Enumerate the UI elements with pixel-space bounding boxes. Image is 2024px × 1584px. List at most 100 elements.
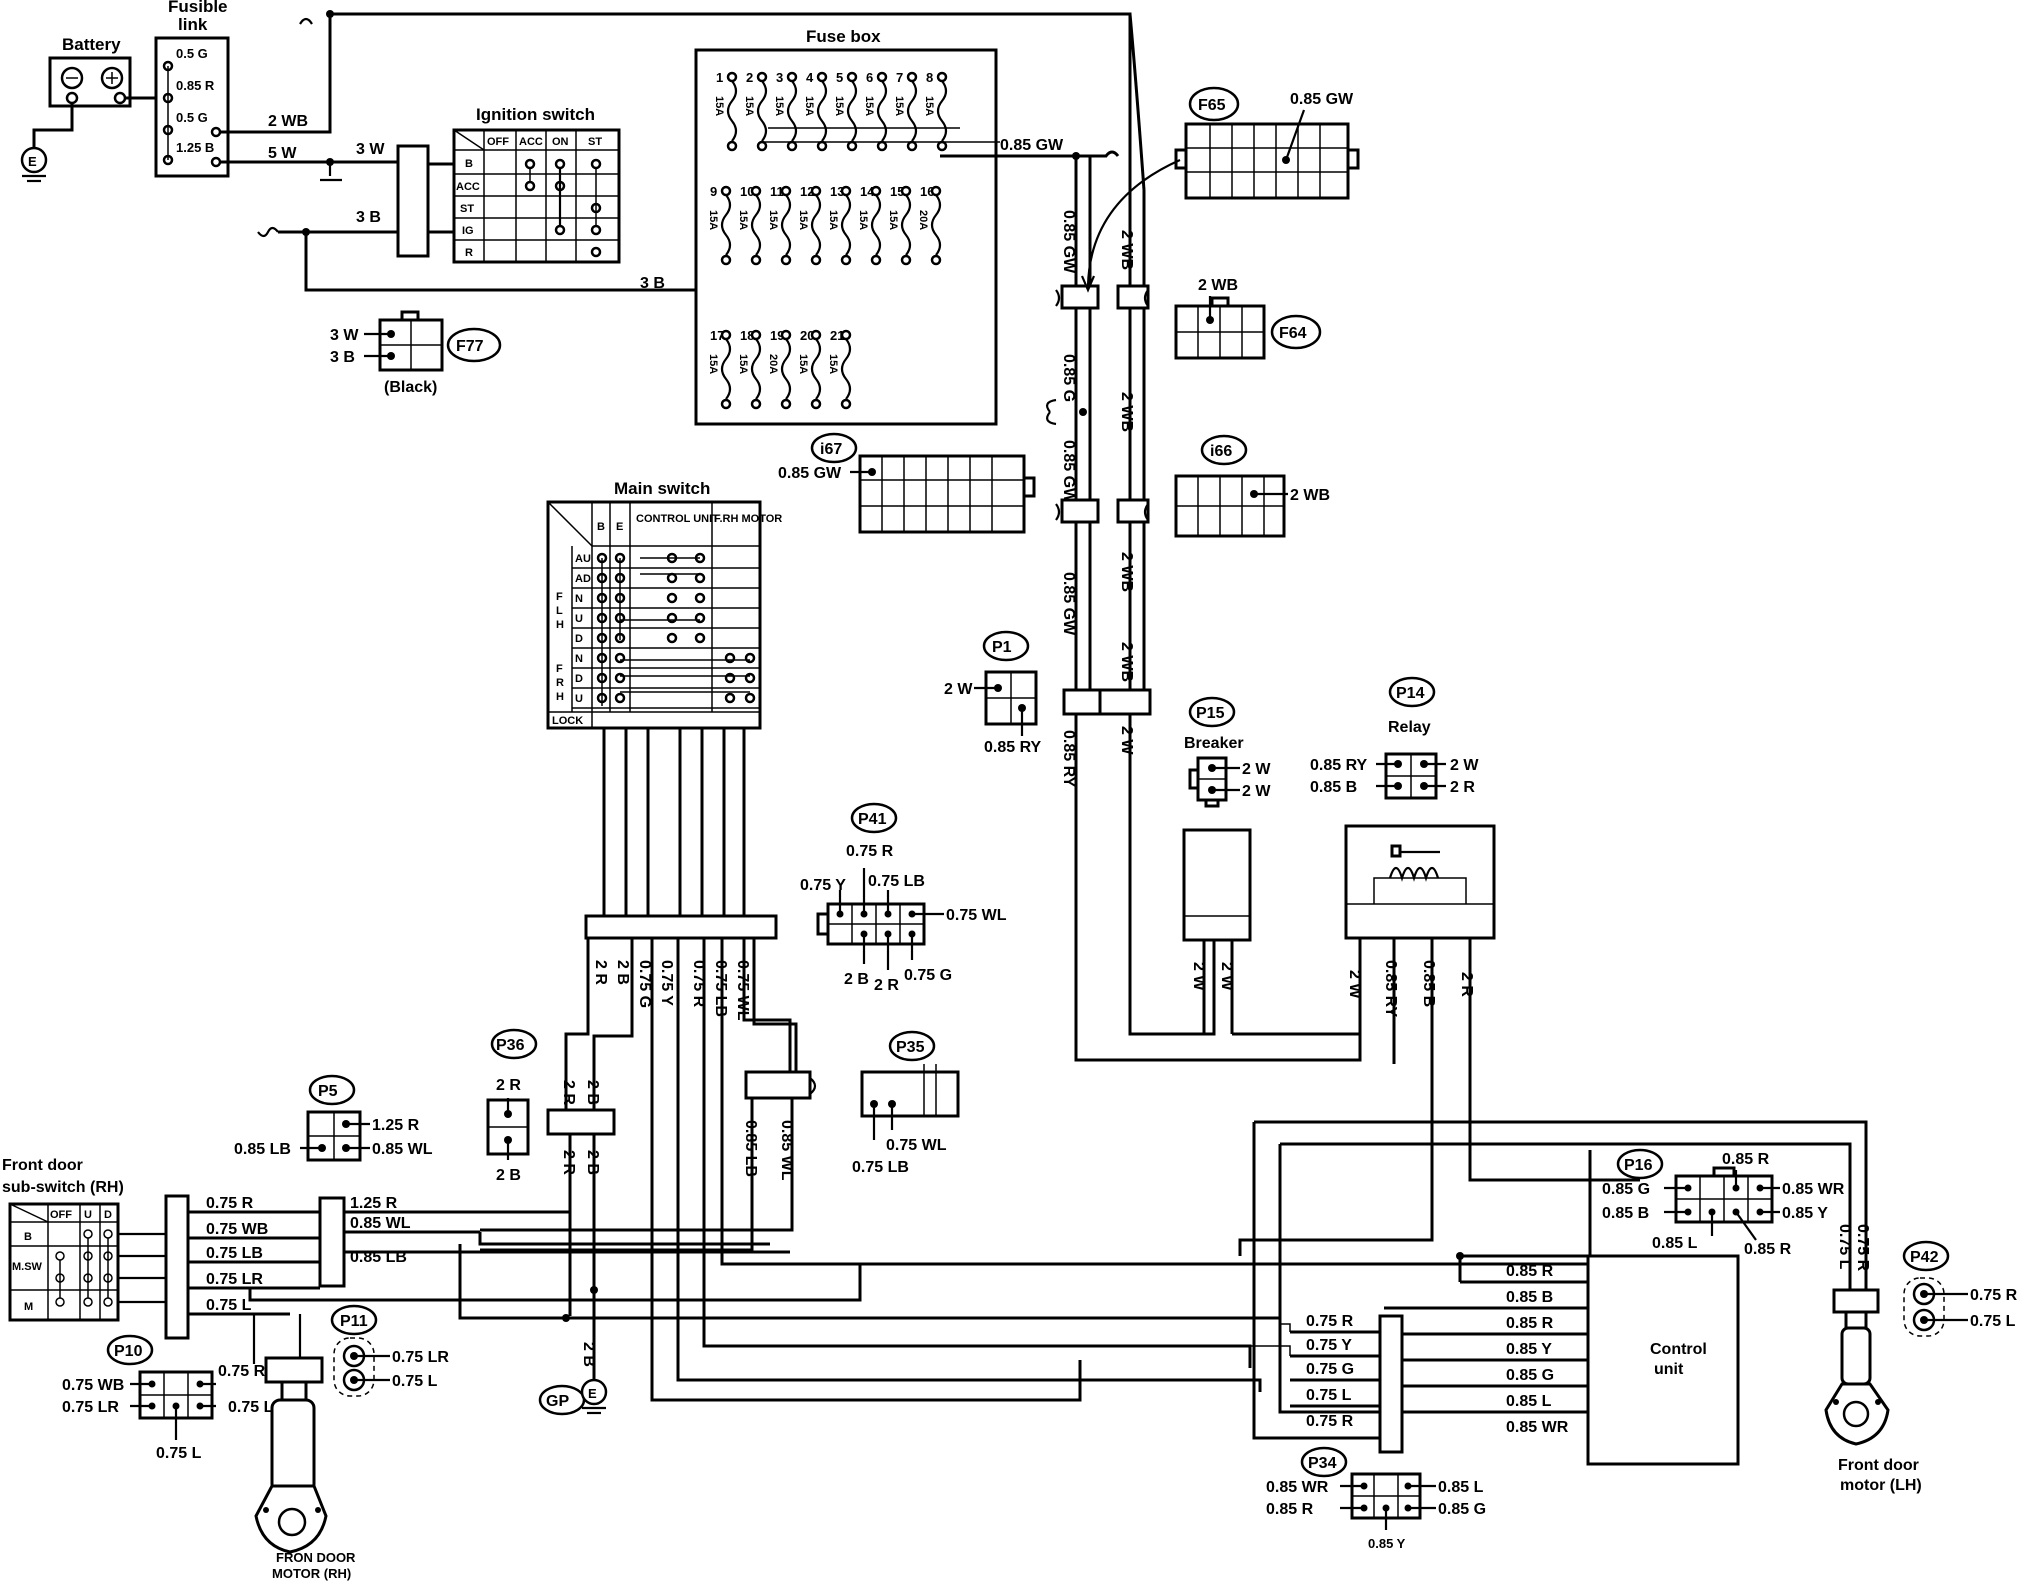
ss-wire: 0.75 L [206,1297,252,1314]
fuse-terminal [876,71,888,83]
fuse-terminal [900,254,912,266]
cu-wire: 0.85 WR [1506,1419,1569,1436]
p16-wire: 0.85 R [1744,1241,1792,1258]
wire-label: 0.75 G [636,960,653,1008]
ms-group: L [556,605,563,617]
p41-wire: 0.75 WL [946,907,1007,924]
fusible-link-title-2: link [178,15,208,34]
fuse-rating: 20A [917,210,929,230]
p16-id: P16 [1624,1157,1653,1174]
fuse-number: 7 [896,70,903,85]
fuse-terminal [810,254,822,266]
p5-id: P5 [318,1083,338,1100]
wire-label: 0.75 R [1854,1224,1871,1272]
p15-wire: 2 W [1242,761,1271,778]
wire-label: 2 WB [1118,392,1135,432]
fuse-number: 19 [770,328,784,343]
p10-id: P10 [114,1343,143,1360]
fuse-terminal [780,398,792,410]
f65-wire: 0.85 GW [1290,91,1354,108]
fuse-element-icon [936,80,948,142]
front-door-motor-rh: FRON DOOR MOTOR (RH) [254,1356,356,1581]
p34-id: P34 [1308,1455,1337,1472]
fuse-element-icon [906,80,918,142]
wire-label: 0.75 L [1836,1224,1853,1270]
ms-contact [694,572,706,584]
fuse-number: 2 [746,70,753,85]
fuse-terminal [750,185,762,197]
ms-header: E [616,521,623,533]
ss-col: D [104,1209,112,1221]
wire-label: 2 W [1118,726,1135,755]
f65-id: F65 [1198,97,1226,114]
p41-wire: 0.75 LB [868,873,925,890]
fuse-element-icon [720,338,732,400]
control-unit-title: Control [1650,1341,1707,1358]
wire-label: 2 B [584,1150,601,1175]
fuse-number: 9 [710,184,717,199]
wire-label: 0.85 RY [1060,730,1077,788]
p34-wire: 0.85 Y [1368,1536,1406,1551]
fuse-terminal [870,185,882,197]
connector-i67: i67 0.85 GW [778,432,1036,534]
wire-label: 2 W [1218,962,1235,991]
fuse-rating: 15A [767,210,779,230]
connector-p36: P36 2 R 2 B [486,1028,538,1184]
fuse-element-icon [720,194,732,256]
battery: Battery E [20,35,166,183]
fuse-terminal [930,185,942,197]
battery-title: Battery [62,35,121,54]
ms-contact [666,592,678,604]
p10-wire: 0.75 WB [62,1377,124,1394]
fuse-rating: 15A [803,96,815,116]
ss-col: OFF [50,1209,72,1221]
ignition-switch-title: Ignition switch [476,105,595,124]
wire-label: 3 B [356,209,381,226]
mid-wire: 0.85 LB [350,1249,407,1266]
fuse-terminal [780,185,792,197]
wire-label: 0.85 B [1420,960,1437,1007]
cu-wire: 0.85 R [1506,1315,1554,1332]
cu-wire: 0.85 G [1506,1367,1554,1384]
connector-f65: 0.85 GW F65 [1080,86,1360,293]
fuse-terminal [720,398,732,410]
control-unit: Control unit [1586,1254,1740,1466]
p16-wire: 0.85 WR [1782,1181,1845,1198]
ground-icon [580,1378,608,1406]
connector-p5: P5 1.25 R 0.85 LB 0.85 WL [234,1074,433,1162]
connector-p16: P16 0.85 R 0.85 G 0.85 B 0.85 WR 0.85 Y … [1602,1148,1845,1258]
ign-col: ST [588,136,602,148]
cu-wire: 0.85 L [1506,1393,1552,1410]
ms-row: LOCK [552,715,583,727]
wire-label: 0.85 GW [1060,440,1077,504]
p41-wire: 0.75 Y [800,877,846,894]
ms-contact [694,632,706,644]
wire-label: 2 B [614,960,631,985]
p1-wire: 2 W [944,681,973,698]
fuse-terminal [906,71,918,83]
fuse-terminal [906,140,918,152]
ms-contact [744,672,756,684]
fuse-rating: 15A [833,96,845,116]
motor-lh-title: Front door [1838,1457,1919,1474]
fuse-terminal [750,398,762,410]
ignition-switch: Ignition switch OFF ACC ON ST B ACC ST I… [396,105,621,264]
p42-id: P42 [1910,1249,1939,1266]
fuse-terminal [936,140,948,152]
fuse-rating: 15A [827,210,839,230]
ign-col: OFF [487,136,509,148]
fuse-terminal [816,140,828,152]
ign-row: IG [462,225,474,237]
cu-wire: 0.85 Y [1506,1341,1552,1358]
p36-wire: 2 R [496,1077,521,1094]
p35-wire: 0.75 WL [886,1137,947,1154]
ms-row: D [575,633,583,645]
fuse-element-icon [750,194,762,256]
wire-label: 3 W [356,141,385,158]
ms-row: U [575,693,583,705]
f77-wire: 3 W [330,327,359,344]
relay-title: Relay [1388,719,1431,736]
fuse-number: 20 [800,328,814,343]
